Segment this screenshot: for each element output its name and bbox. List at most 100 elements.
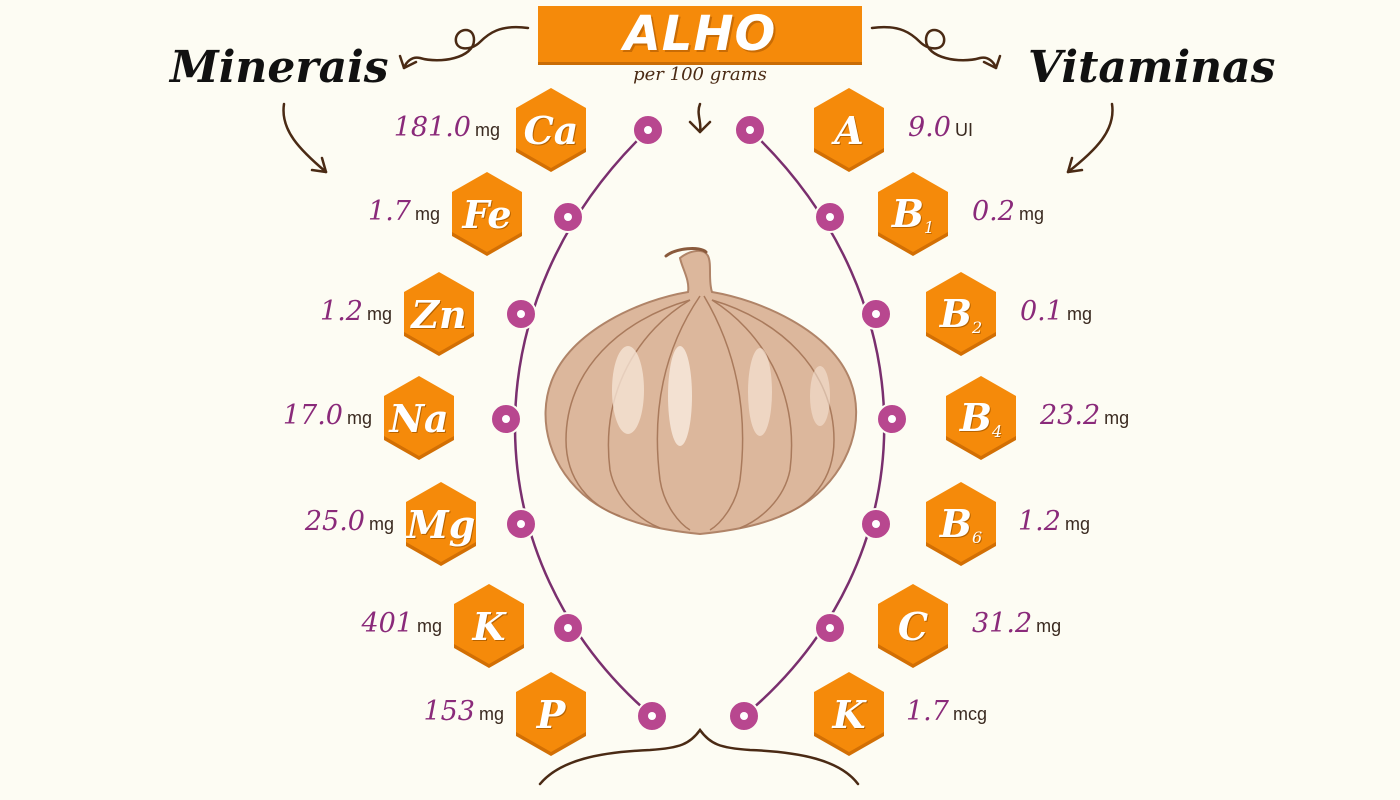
mineral-hexagon: Zn: [402, 272, 476, 356]
mineral-value-unit: mg: [474, 120, 500, 140]
mineral-ring-dot: [505, 508, 537, 540]
mineral-symbol: P: [537, 692, 566, 737]
vitamin-symbol-text: B: [939, 501, 972, 546]
subtitle: per 100 grams: [633, 64, 767, 85]
vitamin-value-number: 23.2: [1040, 400, 1101, 431]
vitamin-hexagon: B6: [924, 482, 998, 566]
mineral-value-number: 1.2: [320, 296, 363, 327]
vitamin-symbol: B2: [940, 291, 982, 337]
vitamin-symbol-text: B: [891, 191, 924, 236]
vitamin-value-unit: UI: [954, 120, 973, 140]
vitamin-value-number: 0.1: [1020, 296, 1063, 327]
vitamin-ring-dot: [814, 612, 846, 644]
vitamin-value-unit: mg: [1018, 204, 1044, 224]
vitamin-symbol-text: K: [832, 691, 866, 737]
mineral-ring-dot: [636, 700, 668, 732]
vitamin-ring-dot: [876, 403, 908, 435]
mineral-symbol-text: Zn: [411, 291, 467, 337]
vitamin-symbol: B6: [940, 501, 982, 547]
mineral-symbol-text: Ca: [523, 107, 579, 153]
vitamin-hexagon: B4: [944, 376, 1018, 460]
mineral-symbol-text: P: [536, 691, 566, 737]
vitamin-value-number: 1.7: [906, 696, 949, 727]
title-banner: ALHO: [538, 6, 862, 62]
mineral-symbol-text: K: [472, 603, 506, 649]
vitamin-symbol: C: [898, 604, 928, 649]
mineral-symbol: Fe: [462, 192, 511, 237]
mineral-hexagon: Ca: [514, 88, 588, 172]
vitamin-symbol-text: B: [939, 291, 972, 336]
mineral-value-unit: mg: [366, 304, 392, 324]
vitamin-hexagon: A: [812, 88, 886, 172]
mineral-ring-dot: [552, 201, 584, 233]
mineral-ring-dot: [505, 298, 537, 330]
mineral-value-unit: mg: [416, 616, 442, 636]
vitamin-symbol: A: [834, 108, 863, 153]
mineral-hexagon: Fe: [450, 172, 524, 256]
mineral-hexagon: Mg: [404, 482, 478, 566]
vitamin-ring-dot: [814, 201, 846, 233]
vitamin-hexagon: B1: [876, 172, 950, 256]
mineral-symbol-text: Fe: [462, 191, 512, 237]
mineral-symbol: K: [472, 604, 505, 649]
mineral-value-number: 1.7: [368, 196, 411, 227]
vitamin-value-number: 0.2: [972, 196, 1015, 227]
mineral-value-number: 25.0: [304, 506, 365, 537]
mineral-value-number: 17.0: [282, 400, 343, 431]
vitamin-value-unit: mcg: [952, 704, 987, 724]
vitamin-symbol-subscript: 6: [971, 528, 983, 547]
vitamin-symbol: B4: [960, 395, 1002, 441]
mineral-symbol: Na: [389, 396, 448, 441]
garlic-bulb-image: [544, 247, 858, 536]
vitamin-symbol-subscript: 1: [923, 218, 935, 237]
mineral-value-unit: mg: [346, 408, 372, 428]
vitamin-value-number: 1.2: [1018, 506, 1061, 537]
mineral-ring-dot: [490, 403, 522, 435]
vitamin-ring-dot: [860, 508, 892, 540]
vitamin-value-unit: mg: [1064, 514, 1090, 534]
mineral-ring-dot: [632, 114, 664, 146]
vitamin-hexagon: C: [876, 584, 950, 668]
arrow-minerals-icon: [282, 102, 328, 174]
vitamin-symbol-text: B: [959, 395, 992, 440]
vitamin-value-number: 31.2: [972, 608, 1033, 639]
mineral-value-number: 181.0: [393, 112, 471, 143]
mineral-value-unit: mg: [478, 704, 504, 724]
mineral-hexagon: K: [452, 584, 526, 668]
vitamin-value-number: 9.0: [908, 112, 951, 143]
mineral-symbol: Zn: [411, 292, 466, 337]
minerals-heading: Minerais: [170, 42, 389, 93]
vitamin-symbol: B1: [892, 191, 934, 237]
arrow-right-title-icon: [870, 25, 1002, 70]
mineral-symbol-text: Mg: [406, 501, 476, 547]
mineral-value-number: 401: [361, 608, 413, 639]
vitamin-value-unit: mg: [1066, 304, 1092, 324]
mineral-value-number: 153: [423, 696, 475, 727]
mineral-hexagon: Na: [382, 376, 456, 460]
arrow-down-title-icon: [688, 102, 712, 134]
vitamin-hexagon: K: [812, 672, 886, 756]
page-title: ALHO: [623, 6, 777, 62]
vitamin-ring-dot: [860, 298, 892, 330]
vitamin-symbol: K: [832, 692, 865, 737]
mineral-symbol: Mg: [407, 502, 476, 547]
mineral-value-unit: mg: [368, 514, 394, 534]
mineral-hexagon: P: [514, 672, 588, 756]
arrow-vitamins-icon: [1066, 102, 1114, 174]
vitamin-symbol-subscript: 4: [991, 422, 1003, 441]
vitamin-value-unit: mg: [1036, 616, 1062, 636]
